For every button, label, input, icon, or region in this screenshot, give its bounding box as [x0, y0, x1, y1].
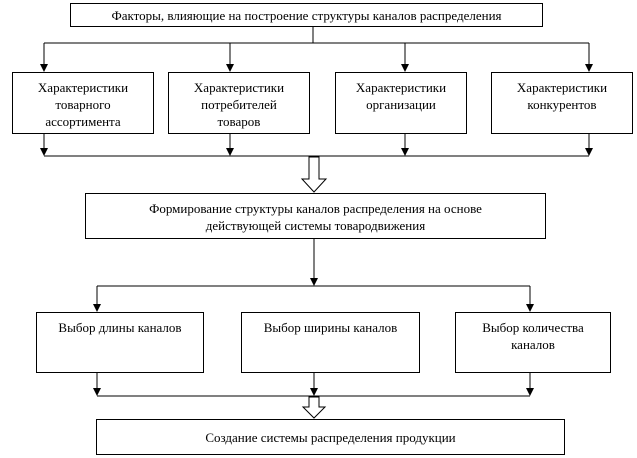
channel-structure-box: Формирование структуры каналов распредел…	[85, 193, 546, 239]
choice-count-box: Выбор количества каналов	[455, 312, 611, 373]
factors-heading-box: Факторы, влияющие на построение структур…	[70, 3, 543, 27]
factor-competitors-box: Характеристики конкурентов	[491, 72, 633, 134]
factor-consumers-box: Характеристики потребителей товаров	[168, 72, 310, 134]
factor-assortment-box: Характеристики товарного ассортимента	[12, 72, 154, 134]
factor-organization-box: Характеристики организации	[335, 72, 467, 134]
choice-length-box: Выбор длины каналов	[36, 312, 204, 373]
distribution-system-box: Создание системы распределения продукции	[96, 419, 565, 455]
block-arrow-to-bottom	[301, 396, 327, 419]
choice-width-box: Выбор ширины каналов	[241, 312, 420, 373]
block-arrow-to-middle	[300, 156, 328, 193]
